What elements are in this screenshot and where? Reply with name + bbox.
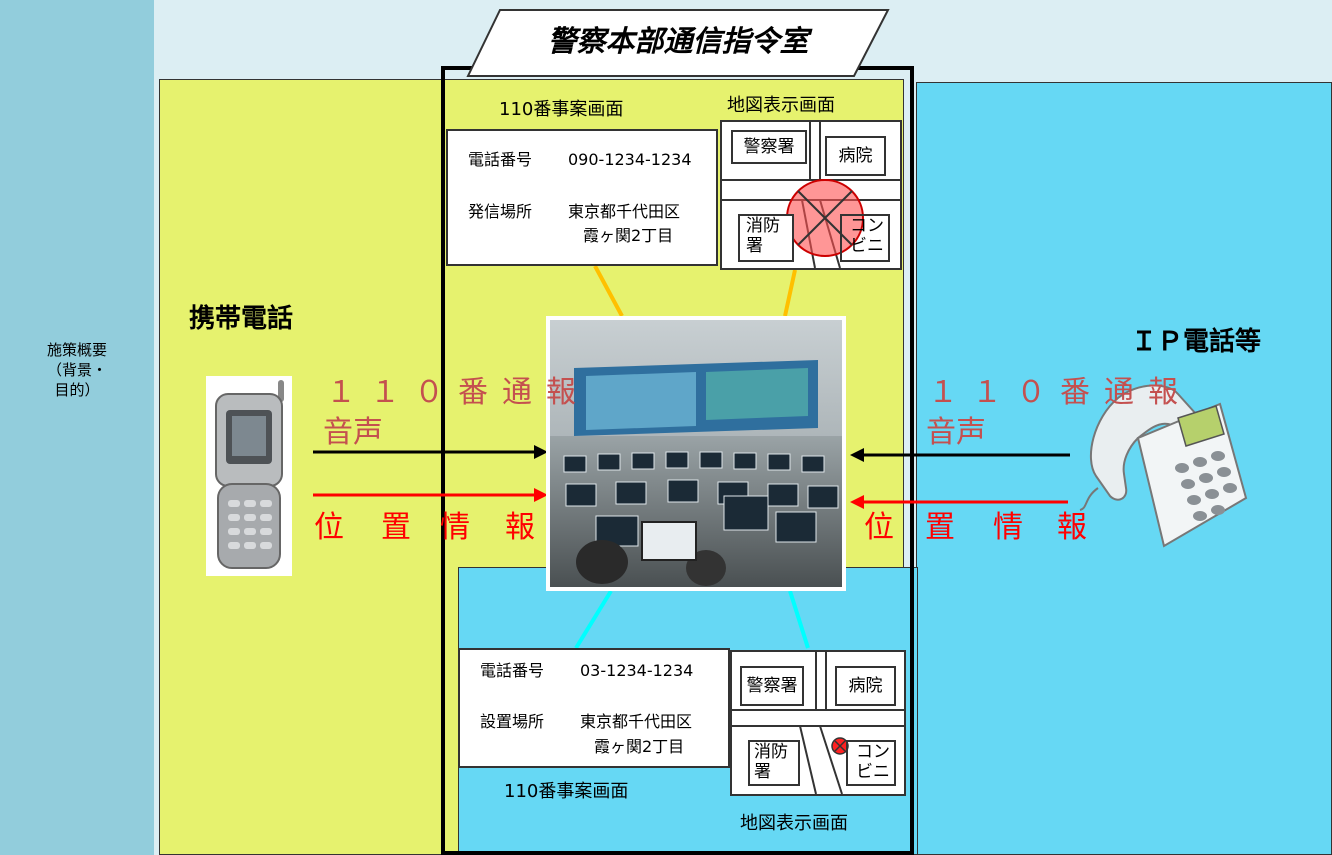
mobile-position-char-2: 置 xyxy=(381,510,411,545)
bottom-phone-value: 03-1234-1234 xyxy=(580,661,694,680)
ip-phone-image xyxy=(1079,384,1248,548)
mobile-position-char-3: 情 xyxy=(440,510,470,545)
bottom-place-label: 設置場所 xyxy=(480,712,545,731)
ip-position-char-1: 位 xyxy=(864,510,894,545)
bottom-place-value-1: 東京都千代田区 xyxy=(580,712,693,731)
top-place-value-1: 東京都千代田区 xyxy=(568,202,681,221)
ip-heading: ＩＰ電話等 xyxy=(1131,327,1262,357)
mobile-position-char-1: 位 xyxy=(314,510,344,545)
top-map-fire: 消防 署 xyxy=(738,214,794,262)
page-title: 警察本部通信指令室 xyxy=(547,24,809,58)
ip-position-char-2: 置 xyxy=(925,510,955,545)
top-place-value-2: 霞ヶ関2丁目 xyxy=(583,226,674,245)
top-map-police: 警察署 xyxy=(731,130,807,164)
sidebar-label: 施策概要 （背景・ 目的） xyxy=(0,340,154,400)
bottom-map-store: コン ビニ xyxy=(846,740,896,786)
bottom-map-fire-line2: 署 xyxy=(754,762,771,782)
mobile-report-label: １１０番通報 xyxy=(326,375,590,410)
top-map-store-line1: コン xyxy=(850,216,884,236)
top-phone-label: 電話番号 xyxy=(468,150,533,169)
bottom-map-store-line2: ビニ xyxy=(856,762,890,782)
top-map-store: コン ビニ xyxy=(840,214,890,262)
ip-position-char-3: 情 xyxy=(993,510,1023,545)
top-map-connector xyxy=(783,269,797,317)
bottom-case-caption: 110番事案画面 xyxy=(504,781,629,802)
bottom-map-caption: 地図表示画面 xyxy=(740,813,848,834)
top-phone-value: 090-1234-1234 xyxy=(568,150,692,169)
top-map-hospital: 病院 xyxy=(825,136,886,176)
bottom-place-value-2: 霞ヶ関2丁目 xyxy=(594,737,685,756)
ip-position-char-4: 報 xyxy=(1057,510,1087,545)
mobile-voice-label: 音声 xyxy=(323,415,383,450)
top-map-fire-line2: 署 xyxy=(746,236,763,256)
ip-voice-label: 音声 xyxy=(926,415,986,450)
bottom-map-streets xyxy=(732,652,904,795)
sidebar-label-line: （背景・ xyxy=(46,361,107,379)
title-banner xyxy=(466,9,890,77)
bottom-map-fire-line1: 消防 xyxy=(754,742,788,762)
sidebar-label-line: 目的） xyxy=(54,381,100,399)
top-case-connector xyxy=(593,265,624,317)
mobile-phone-image xyxy=(206,376,292,576)
top-place-label: 発信場所 xyxy=(468,202,533,221)
sidebar xyxy=(0,0,154,855)
mobile-heading: 携帯電話 xyxy=(189,304,294,334)
top-map-store-line2: ビニ xyxy=(850,236,884,256)
bottom-map-store-line1: コン xyxy=(856,742,890,762)
mobile-position-char-4: 報 xyxy=(505,510,535,545)
bottom-case-connector xyxy=(574,589,613,650)
bottom-map-police: 警察署 xyxy=(740,666,804,706)
bottom-case-screen xyxy=(458,648,730,768)
bottom-map-connector xyxy=(788,590,810,649)
command-center-photo xyxy=(546,316,846,591)
top-case-screen xyxy=(446,129,718,266)
ip-report-label: １１０番通報 xyxy=(928,375,1192,410)
bottom-map-hospital: 病院 xyxy=(835,666,896,706)
top-map-streets xyxy=(722,122,900,269)
top-map-fire-line1: 消防 xyxy=(746,216,780,236)
bottom-map-fire: 消防 署 xyxy=(748,740,800,786)
bottom-phone-label: 電話番号 xyxy=(480,661,545,680)
top-case-caption: 110番事案画面 xyxy=(499,99,624,120)
sidebar-label-line: 施策概要 xyxy=(46,341,107,359)
top-map-caption: 地図表示画面 xyxy=(727,95,835,116)
